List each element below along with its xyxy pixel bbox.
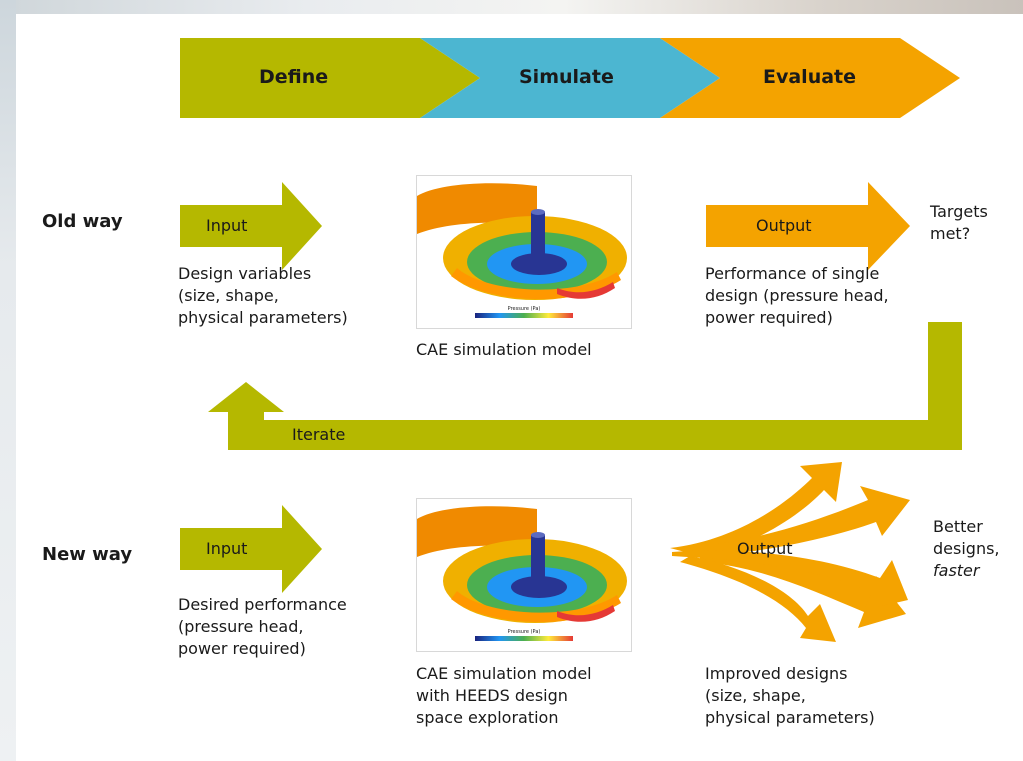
new-output-branches [670, 462, 910, 642]
old-output-arrow [706, 182, 910, 270]
old-input-label: Input [206, 216, 248, 235]
new-model-caption: CAE simulation model with HEEDS design s… [416, 664, 592, 727]
old-way-label: Old way [42, 211, 123, 232]
iterate-arrow [208, 322, 962, 450]
phase-simulate-label: Simulate [519, 66, 614, 88]
new-input-description: Desired performance (pressure head, powe… [178, 595, 347, 658]
evaluate-chevron [660, 38, 960, 118]
new-input-arrow [180, 505, 322, 593]
old-output-description: Performance of single design (pressure h… [705, 264, 889, 327]
define-chevron [180, 38, 480, 118]
new-way-label: New way [42, 544, 133, 565]
improved-designs-description: Improved designs (size, shape, physical … [705, 664, 875, 727]
background-photo-strip [0, 0, 1023, 14]
new-output-label: Output [737, 539, 793, 558]
simulate-chevron [420, 38, 720, 118]
old-output-label: Output [756, 216, 812, 235]
background-left-strip [0, 0, 16, 761]
old-model-caption: CAE simulation model [416, 340, 592, 359]
svg-text:Pressure (Pa): Pressure (Pa) [508, 629, 541, 635]
new-model-image: Pressure (Pa) [416, 498, 632, 652]
targets-met-label: Targets met? [930, 202, 988, 243]
old-input-arrow [180, 182, 322, 270]
old-model-image: Pressure (Pa) [416, 175, 632, 329]
better-designs-label: Better designs, faster [933, 517, 1000, 580]
iterate-label: Iterate [292, 425, 346, 444]
svg-text:Pressure (Pa): Pressure (Pa) [508, 306, 541, 312]
old-input-description: Design variables (size, shape, physical … [178, 264, 348, 327]
phase-evaluate-label: Evaluate [763, 66, 857, 88]
phase-define-label: Define [259, 66, 329, 88]
new-input-label: Input [206, 539, 248, 558]
